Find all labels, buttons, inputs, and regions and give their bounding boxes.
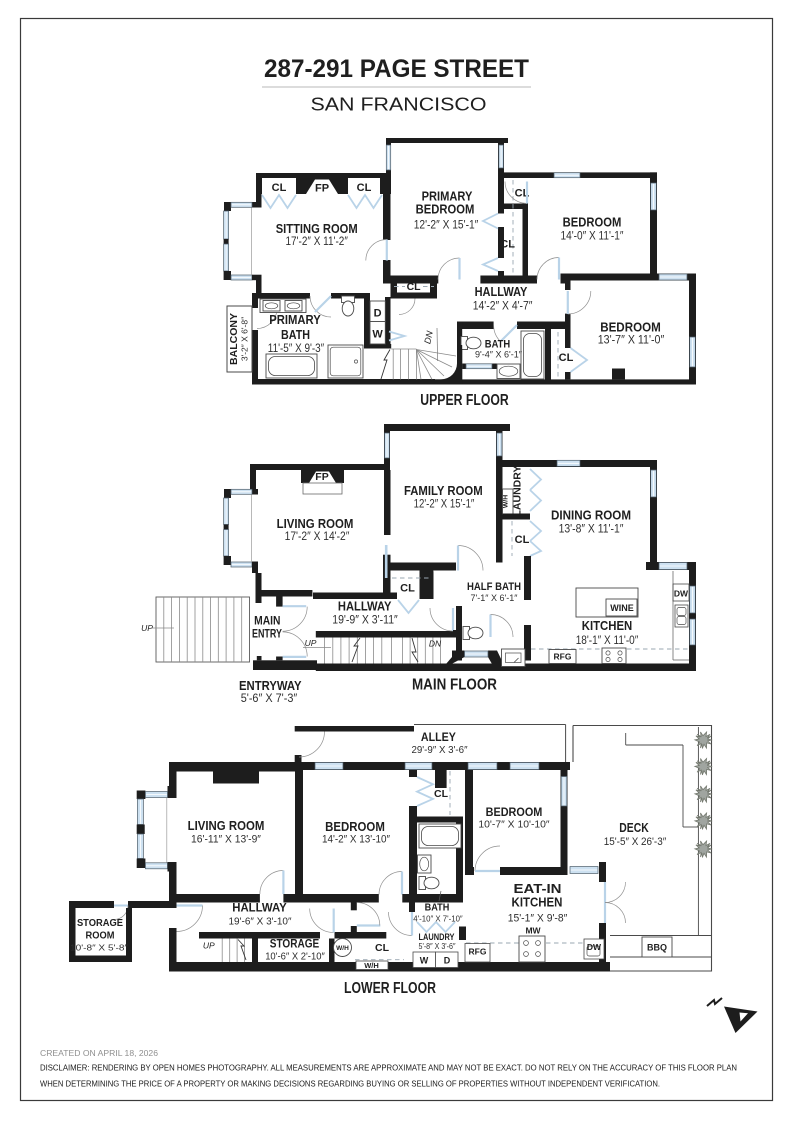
svg-text:13'-7″ X 11'-0″: 13'-7″ X 11'-0″ xyxy=(598,335,665,347)
svg-text:5'-6″ X 7'-3″: 5'-6″ X 7'-3″ xyxy=(241,693,298,705)
svg-text:17'-2″ X 11'-2″: 17'-2″ X 11'-2″ xyxy=(286,234,349,248)
svg-text:DECK: DECK xyxy=(619,821,648,835)
svg-text:ENTRY: ENTRY xyxy=(252,629,282,641)
svg-text:7'-1″ X 6'-1″: 7'-1″ X 6'-1″ xyxy=(471,593,519,603)
svg-text:29'-9″ X 3'-6″: 29'-9″ X 3'-6″ xyxy=(411,744,467,756)
svg-text:10'-8″ X 5'-8″: 10'-8″ X 5'-8″ xyxy=(70,943,128,953)
svg-text:16'-11″ X 13'-9″: 16'-11″ X 13'-9″ xyxy=(191,834,261,846)
svg-text:W: W xyxy=(420,956,429,966)
svg-text:12'-2″ X 15'-1″: 12'-2″ X 15'-1″ xyxy=(414,220,479,232)
svg-text:11'-5″ X 9'-3″: 11'-5″ X 9'-3″ xyxy=(268,343,324,355)
svg-text:STORAGE: STORAGE xyxy=(77,917,123,929)
svg-text:RFG: RFG xyxy=(554,652,572,662)
svg-text:UP: UP xyxy=(305,638,317,648)
svg-text:BALCONY: BALCONY xyxy=(228,313,240,365)
svg-text:RFG: RFG xyxy=(469,947,487,957)
svg-text:KITCHEN: KITCHEN xyxy=(512,896,563,910)
svg-text:HALLWAY: HALLWAY xyxy=(232,901,287,915)
svg-text:ALLEY: ALLEY xyxy=(421,730,456,744)
svg-text:12'-2″ X 15'-1″: 12'-2″ X 15'-1″ xyxy=(414,499,475,511)
svg-text:LIVING ROOM: LIVING ROOM xyxy=(277,516,354,531)
svg-text:CL: CL xyxy=(515,188,530,200)
svg-text:CL: CL xyxy=(500,239,515,251)
svg-text:CL: CL xyxy=(375,942,390,954)
svg-text:9'-4″ X 6'-1″: 9'-4″ X 6'-1″ xyxy=(475,350,523,360)
svg-text:STORAGE: STORAGE xyxy=(270,937,319,951)
svg-text:LAUNDRY: LAUNDRY xyxy=(419,932,456,943)
svg-text:WINE: WINE xyxy=(610,603,634,613)
svg-text:WHEN DETERMINING THE PRICE OF: WHEN DETERMINING THE PRICE OF A PROPERTY… xyxy=(40,1080,660,1089)
svg-text:MAIN: MAIN xyxy=(254,616,280,628)
svg-text:DW: DW xyxy=(587,942,602,952)
svg-text:3'-2″ X 6'-8″: 3'-2″ X 6'-8″ xyxy=(240,317,250,361)
svg-text:ROOM: ROOM xyxy=(86,930,115,942)
svg-text:FP: FP xyxy=(315,183,329,195)
svg-text:BBQ: BBQ xyxy=(647,943,667,953)
svg-text:5'-8″ X 3'-6″: 5'-8″ X 3'-6″ xyxy=(419,942,456,951)
svg-text:W: W xyxy=(372,329,383,341)
svg-text:KITCHEN: KITCHEN xyxy=(582,618,633,633)
svg-text:PRIMARY: PRIMARY xyxy=(422,190,473,204)
svg-text:W/H: W/H xyxy=(503,495,510,508)
svg-text:MAIN FLOOR: MAIN FLOOR xyxy=(412,677,497,694)
svg-text:HALLWAY: HALLWAY xyxy=(475,285,528,299)
svg-text:CL: CL xyxy=(272,182,287,194)
svg-text:W/H: W/H xyxy=(336,945,349,952)
svg-text:CL: CL xyxy=(400,583,415,595)
svg-text:CL: CL xyxy=(434,788,449,800)
svg-text:CREATED ON APRIL 18, 2026: CREATED ON APRIL 18, 2026 xyxy=(40,1049,159,1058)
svg-text:PRIMARY: PRIMARY xyxy=(269,313,321,327)
svg-text:13'-8″ X 11'-1″: 13'-8″ X 11'-1″ xyxy=(559,524,624,536)
svg-text:ENTRYWAY: ENTRYWAY xyxy=(239,679,302,693)
svg-text:LIVING ROOM: LIVING ROOM xyxy=(188,819,265,833)
svg-text:14'-0″ X 11'-1″: 14'-0″ X 11'-1″ xyxy=(561,231,624,243)
svg-text:14'-2″ X 13'-10″: 14'-2″ X 13'-10″ xyxy=(322,834,390,846)
svg-text:15'-1″ X 9'-8″: 15'-1″ X 9'-8″ xyxy=(508,913,568,925)
svg-text:CL: CL xyxy=(407,281,422,293)
svg-text:HALLWAY: HALLWAY xyxy=(338,600,392,614)
svg-text:15'-5″ X 26'-3″: 15'-5″ X 26'-3″ xyxy=(604,836,667,848)
svg-text:4'-10″ X 7'-10″: 4'-10″ X 7'-10″ xyxy=(413,914,462,924)
svg-text:19'-9″ X 3'-11″: 19'-9″ X 3'-11″ xyxy=(332,615,398,627)
svg-text:DW: DW xyxy=(674,589,689,599)
svg-text:CL: CL xyxy=(515,534,530,546)
svg-text:UP: UP xyxy=(141,623,153,633)
svg-text:DISCLAIMER: RENDERING BY OPEN: DISCLAIMER: RENDERING BY OPEN HOMES PHOT… xyxy=(40,1064,737,1073)
svg-text:BEDROOM: BEDROOM xyxy=(563,216,622,230)
svg-text:SAN FRANCISCO: SAN FRANCISCO xyxy=(311,95,487,115)
svg-text:FP: FP xyxy=(315,471,328,483)
svg-text:10'-7″ X 10'-10″: 10'-7″ X 10'-10″ xyxy=(478,819,549,831)
svg-text:HALF BATH: HALF BATH xyxy=(467,581,521,593)
svg-text:DINING ROOM: DINING ROOM xyxy=(551,509,631,523)
svg-text:UPPER FLOOR: UPPER FLOOR xyxy=(420,392,508,409)
svg-text:SITTING ROOM: SITTING ROOM xyxy=(276,221,358,236)
svg-text:287-291 PAGE STREET: 287-291 PAGE STREET xyxy=(264,55,529,83)
svg-text:LAUNDRY: LAUNDRY xyxy=(512,466,524,517)
svg-text:DN: DN xyxy=(429,639,442,649)
svg-text:BATH: BATH xyxy=(425,902,450,914)
svg-text:10'-6″ X 2'-10″: 10'-6″ X 2'-10″ xyxy=(265,952,325,963)
svg-text:BATH: BATH xyxy=(485,339,510,351)
svg-text:17'-2″ X 14'-2″: 17'-2″ X 14'-2″ xyxy=(285,529,350,543)
svg-text:19'-6″ X 3'-10″: 19'-6″ X 3'-10″ xyxy=(229,916,292,928)
svg-text:EAT-IN: EAT-IN xyxy=(514,882,562,896)
svg-text:MW: MW xyxy=(525,926,541,936)
svg-text:18'-1″ X 11'-0″: 18'-1″ X 11'-0″ xyxy=(576,633,639,647)
svg-text:UP: UP xyxy=(203,941,215,951)
svg-text:CL: CL xyxy=(357,182,372,194)
svg-text:BEDROOM: BEDROOM xyxy=(416,203,475,217)
svg-text:BEDROOM: BEDROOM xyxy=(486,807,543,819)
svg-text:W/H: W/H xyxy=(364,961,379,970)
svg-text:BEDROOM: BEDROOM xyxy=(600,321,661,335)
svg-text:14'-2″ X 4'-7″: 14'-2″ X 4'-7″ xyxy=(473,301,533,313)
svg-text:BATH: BATH xyxy=(281,328,310,342)
svg-text:BEDROOM: BEDROOM xyxy=(325,820,385,834)
svg-text:D: D xyxy=(374,308,382,320)
svg-text:LOWER FLOOR: LOWER FLOOR xyxy=(344,980,436,997)
svg-text:CL: CL xyxy=(559,352,574,364)
svg-text:DN: DN xyxy=(422,329,435,344)
svg-text:D: D xyxy=(444,956,451,966)
svg-text:FAMILY ROOM: FAMILY ROOM xyxy=(404,484,483,498)
